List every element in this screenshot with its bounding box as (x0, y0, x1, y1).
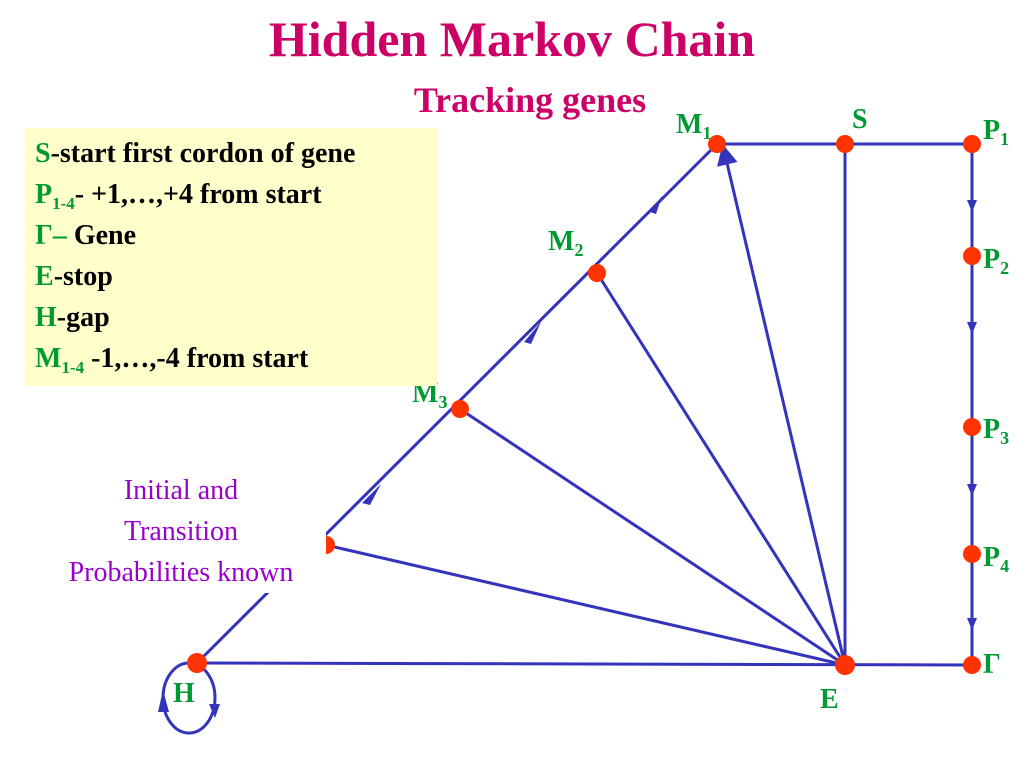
legend-box: S-start first cordon of gene P1-4- +1,…,… (25, 128, 437, 386)
legend-item-e: E-stop (35, 261, 113, 293)
legend-text: -gap (56, 302, 110, 333)
arrow-tick (362, 484, 381, 505)
legend-text: - +1,…,+4 from start (74, 179, 322, 210)
legend-text: -1,…,-4 from start (84, 343, 309, 374)
node-p3 (963, 418, 981, 436)
arrow-tick (967, 618, 977, 630)
node-e (835, 655, 855, 675)
label-p4: P4 (983, 542, 1009, 576)
arrow-tick (158, 690, 169, 712)
edge-e-m1 (717, 143, 847, 666)
note-line: Initial and (123, 475, 239, 506)
label-s: S (852, 104, 868, 135)
node-gamma (963, 656, 981, 674)
label-e: E (820, 684, 839, 715)
label-m2: M2 (548, 226, 583, 260)
label-p2: P2 (983, 244, 1009, 278)
legend-key: S (35, 138, 51, 169)
legend-text: -start first cordon of gene (50, 138, 356, 169)
node-p4 (963, 545, 981, 563)
legend-key: E (35, 261, 54, 292)
legend-item-s: S-start first cordon of gene (35, 138, 355, 170)
legend-key-subscript: 1-4 (52, 194, 75, 213)
node-m1 (708, 135, 726, 153)
legend-item-p: P1-4- +1,…,+4 from start (35, 179, 322, 213)
legend-key: Γ– (35, 220, 67, 251)
edge-m2-e (595, 272, 847, 666)
legend-key-subscript: 1-4 (61, 358, 85, 377)
page-title: Hidden Markov Chain (268, 11, 756, 67)
label-gamma: Γ (983, 649, 1001, 680)
arrow-tick (524, 322, 541, 344)
node-p2 (963, 247, 981, 265)
legend-item-gamma: Γ– Gene (35, 220, 136, 252)
edge-m4-e (325, 543, 846, 667)
arrow-tick (967, 322, 977, 334)
arrow-tick (650, 196, 662, 214)
note-line: Probabilities known (68, 557, 294, 588)
label-m1: M1 (676, 109, 711, 143)
legend-key: P (35, 179, 53, 210)
edge-m3-e (459, 407, 846, 667)
legend-text: -stop (53, 261, 113, 292)
legend-item-h: H-gap (35, 302, 110, 334)
note-line: Transition (123, 516, 239, 547)
label-p3: P3 (983, 414, 1009, 448)
page-subtitle: Tracking genes (413, 80, 647, 120)
node-p1 (963, 135, 981, 153)
edge-h-gamma (196, 661, 973, 667)
legend-text: Gene (66, 220, 137, 251)
node-h (187, 653, 207, 673)
arrow-tick (209, 704, 220, 718)
label-p1: P1 (983, 115, 1009, 149)
node-s (836, 135, 854, 153)
legend-item-m: M1-4 -1,…,-4 from start (35, 343, 309, 377)
node-m2 (588, 264, 606, 282)
legend-key: H (35, 302, 57, 333)
label-h: H (173, 678, 195, 709)
probabilities-note: Initial and Transition Probabilities kno… (36, 470, 326, 593)
direction-arrows (158, 196, 977, 718)
arrow-tick (967, 484, 977, 496)
arrow-tick (967, 200, 977, 212)
legend-key: M (35, 343, 62, 374)
node-m3 (451, 400, 469, 418)
